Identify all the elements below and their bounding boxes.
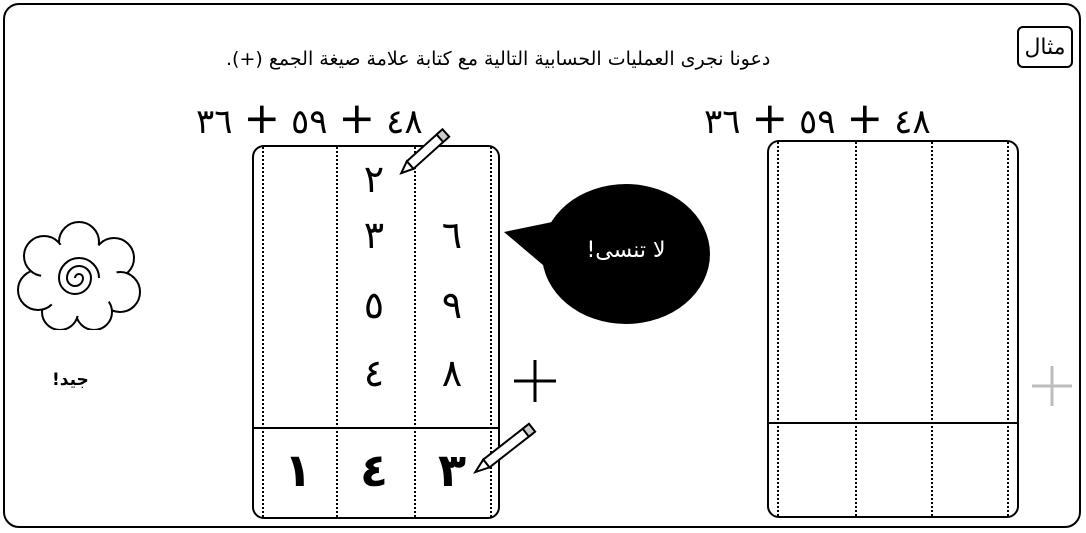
example-label-box: مثال [1017, 26, 1073, 68]
digit-tens-3: ٤ [363, 351, 385, 395]
speech-bubble-text: لا تنسى! [586, 238, 666, 263]
carry-digit: ٢ [363, 157, 385, 201]
plus-icon: + [846, 93, 884, 144]
plus-icon: + [751, 93, 789, 144]
digit-ones-3: ٨ [441, 351, 463, 395]
pencil-icon [399, 127, 451, 175]
answer-hundreds: ١ [283, 443, 313, 497]
left-problem-n1: ٤٨ [386, 102, 423, 142]
plus-icon: + [338, 93, 376, 144]
answer-tens: ٤ [359, 443, 389, 497]
example-label: مثال [1024, 34, 1066, 60]
left-problem-n2: ٥٩ [291, 102, 328, 142]
instruction-text: دعونا نجرى العمليات الحسابية التالية مع … [226, 48, 771, 70]
flower-icon [17, 221, 141, 330]
right-problem: ٤٨ + ٥٩ + ٣٦ [704, 97, 931, 143]
plus-icon [514, 360, 556, 402]
right-problem-n3: ٣٦ [704, 102, 741, 142]
worksheet-frame [3, 3, 1081, 528]
plus-icon [1032, 366, 1072, 406]
digit-tens-1: ٣ [363, 213, 385, 257]
right-answer-grid [767, 140, 1019, 518]
praise-text: جيد! [52, 370, 89, 390]
left-answer-grid: ٢ ٣ ٦ ٥ ٩ ٤ ٨ ١ ٤ ٣ [252, 145, 500, 519]
pencil-icon [472, 422, 537, 474]
plus-icon: + [243, 93, 281, 144]
left-problem: ٤٨ + ٥٩ + ٣٦ [196, 97, 423, 143]
right-problem-n1: ٤٨ [894, 102, 931, 142]
right-problem-n2: ٥٩ [799, 102, 836, 142]
digit-ones-2: ٩ [441, 283, 463, 327]
digit-ones-1: ٦ [441, 213, 463, 257]
speech-bubble [504, 184, 710, 324]
answer-ones: ٣ [437, 443, 467, 497]
digit-tens-2: ٥ [363, 283, 385, 327]
left-problem-n3: ٣٦ [196, 102, 233, 142]
